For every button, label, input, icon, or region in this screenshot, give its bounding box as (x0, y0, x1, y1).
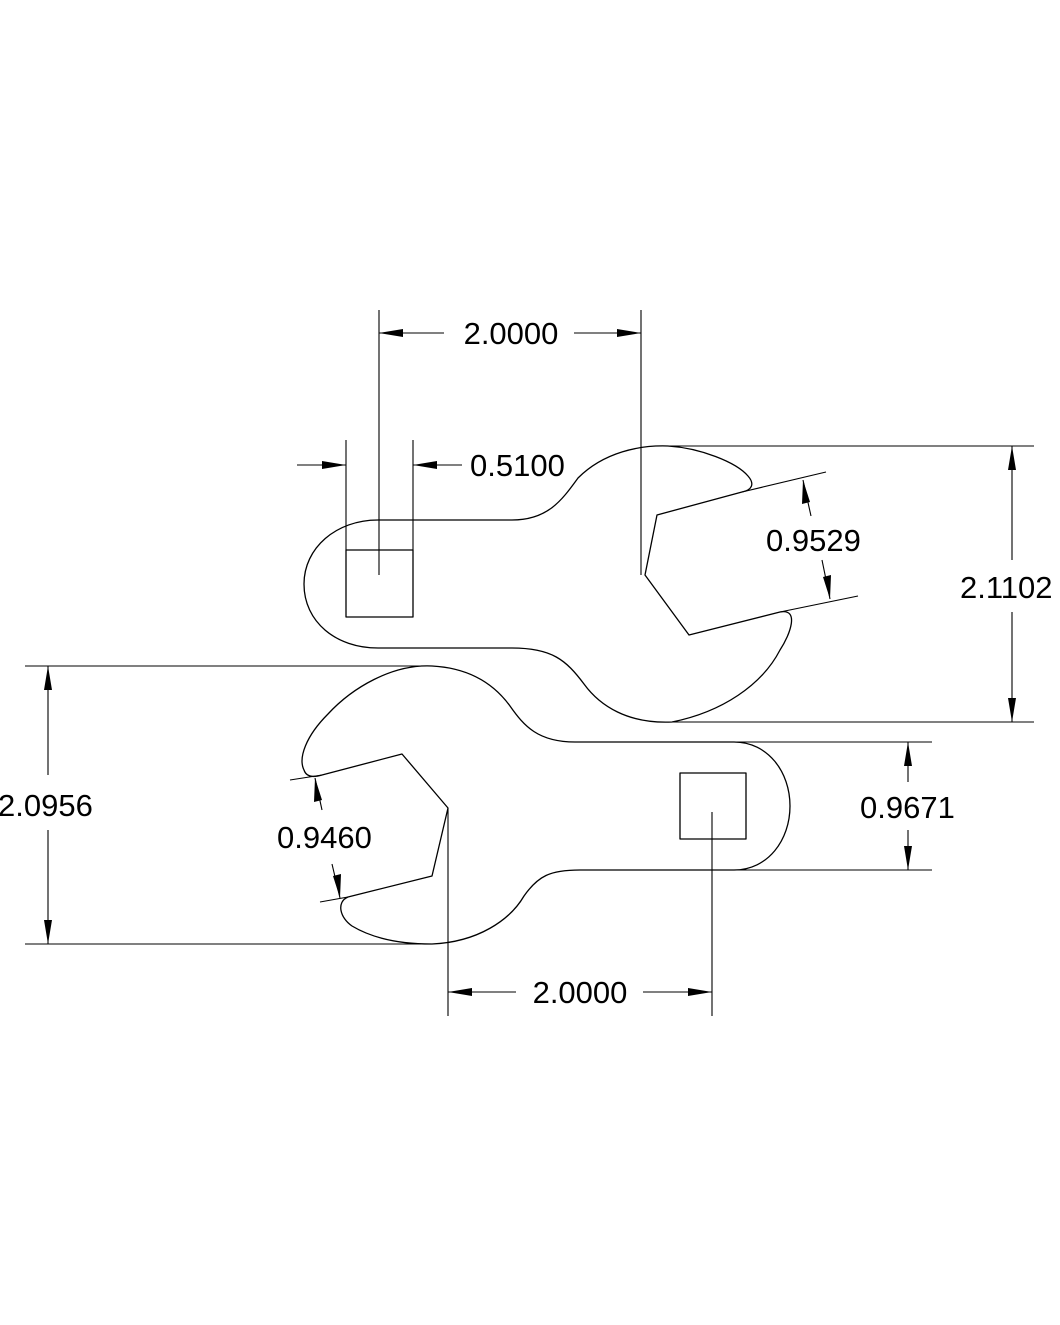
dim-bottom-body-height: 0.9671 (734, 741, 955, 871)
dim-top-jaw-opening: 0.9529 (741, 471, 861, 613)
dim-top-center-distance: 2.0000 (378, 310, 642, 575)
dim-top-overall-height-label: 2.1102 (960, 570, 1053, 605)
dim-bottom-jaw-opening: 0.9460 (277, 774, 372, 903)
dim-top-jaw-opening-label: 0.9529 (766, 523, 861, 558)
dim-top-center-distance-label: 2.0000 (464, 316, 559, 351)
dim-bottom-jaw-opening-label: 0.9460 (277, 820, 372, 855)
top-wrench (303, 445, 793, 723)
dim-square-drive-width-label: 0.5100 (470, 448, 565, 483)
dim-square-drive-width: 0.5100 (297, 440, 565, 550)
bottom-wrench-outline (301, 665, 791, 945)
dim-top-overall-height: 2.1102 (668, 445, 1053, 723)
dim-bottom-center-distance-label: 2.0000 (533, 975, 628, 1010)
top-wrench-outline (303, 445, 793, 723)
dim-bottom-overall-height-label: 2.0956 (0, 788, 93, 823)
bottom-square-drive (679, 772, 747, 840)
dim-bottom-center-distance: 2.0000 (447, 808, 713, 1016)
dim-bottom-body-height-label: 0.9671 (860, 790, 955, 825)
dim-bottom-overall-height: 2.0956 (0, 665, 432, 945)
bottom-wrench (301, 665, 791, 945)
